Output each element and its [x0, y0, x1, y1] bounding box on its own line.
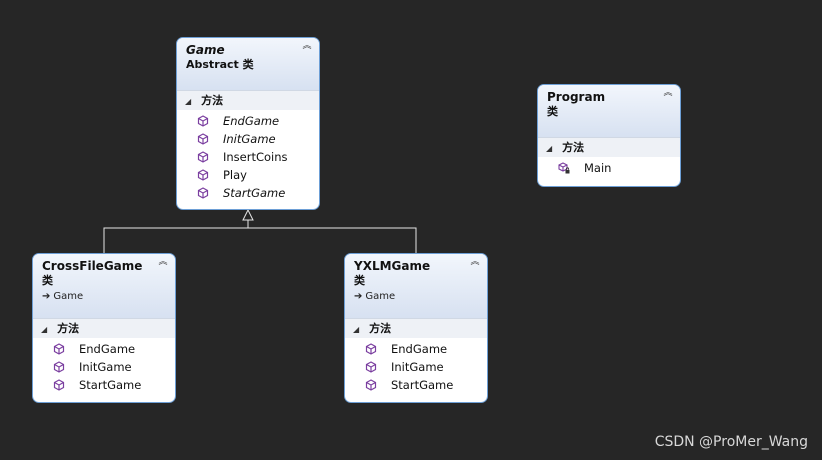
member-list: EndGame InitGame StartGame — [33, 338, 175, 398]
double-chevron-up-icon[interactable]: ︽ — [663, 88, 673, 98]
member-method[interactable]: InitGame — [177, 130, 319, 148]
class-stereotype: 类 — [354, 274, 365, 287]
method-cube-icon — [365, 343, 377, 355]
member-label: EndGame — [79, 342, 136, 356]
member-method[interactable]: InitGame — [345, 358, 487, 376]
section-label: 方法 — [57, 322, 80, 335]
method-cube-icon — [197, 151, 209, 163]
class-crossfilegame[interactable]: CrossFileGame 类 ➔Game ︽ ◢ 方法 EndGame Init… — [32, 253, 176, 403]
method-cube-icon — [365, 361, 377, 373]
triangle-expanded-icon[interactable]: ◢ — [185, 97, 192, 106]
class-header[interactable]: YXLMGame 类 ➔Game ︽ — [345, 254, 487, 318]
member-label: EndGame — [223, 114, 280, 128]
member-method[interactable]: Play — [177, 166, 319, 184]
class-name: Program — [547, 90, 606, 104]
member-label: Main — [584, 161, 612, 175]
section-header-methods[interactable]: ◢ 方法 — [33, 318, 175, 338]
triangle-expanded-icon[interactable]: ◢ — [353, 325, 360, 334]
method-cube-icon — [197, 169, 209, 181]
private-method-lock-icon — [558, 162, 570, 174]
method-cube-icon — [197, 187, 209, 199]
base-class: ➔Game — [42, 290, 153, 304]
section-label: 方法 — [562, 141, 585, 154]
base-class-label: Game — [365, 291, 396, 302]
class-yxlmgame[interactable]: YXLMGame 类 ➔Game ︽ ◢ 方法 EndGame InitGame … — [344, 253, 488, 403]
base-class-label: Game — [53, 291, 84, 302]
method-cube-icon — [197, 133, 209, 145]
section-label: 方法 — [201, 94, 224, 107]
member-list: EndGame InitGame InsertCoins Play StartG… — [177, 110, 319, 206]
triangle-expanded-icon[interactable]: ◢ — [546, 144, 553, 153]
class-program[interactable]: Program 类 ︽ ◢ 方法 Main — [537, 84, 681, 187]
inherit-arrow-icon: ➔ — [354, 291, 363, 302]
member-method[interactable]: EndGame — [33, 340, 175, 358]
member-label: InitGame — [79, 360, 132, 374]
class-header[interactable]: CrossFileGame 类 ➔Game ︽ — [33, 254, 175, 318]
section-header-methods[interactable]: ◢ 方法 — [538, 137, 680, 157]
inheritance-line-yxlmgame — [248, 227, 417, 253]
double-chevron-up-icon[interactable]: ︽ — [470, 257, 480, 267]
inheritance-triangle-icon — [242, 208, 254, 221]
double-chevron-up-icon[interactable]: ︽ — [158, 257, 168, 267]
class-stereotype: Abstract 类 — [186, 58, 254, 71]
method-cube-icon — [53, 361, 65, 373]
member-list: EndGame InitGame StartGame — [345, 338, 487, 398]
section-header-methods[interactable]: ◢ 方法 — [345, 318, 487, 338]
method-cube-icon — [53, 379, 65, 391]
class-header[interactable]: Program 类 ︽ — [538, 85, 680, 137]
triangle-expanded-icon[interactable]: ◢ — [41, 325, 48, 334]
member-label: StartGame — [223, 186, 286, 200]
method-cube-icon — [365, 379, 377, 391]
member-label: InitGame — [223, 132, 276, 146]
inheritance-line-crossfilegame — [103, 220, 249, 253]
member-label: EndGame — [391, 342, 448, 356]
member-method[interactable]: StartGame — [177, 184, 319, 202]
class-stereotype: 类 — [42, 274, 53, 287]
method-cube-icon — [53, 343, 65, 355]
inherit-arrow-icon: ➔ — [42, 291, 51, 302]
member-method[interactable]: InsertCoins — [177, 148, 319, 166]
base-class: ➔Game — [354, 290, 465, 304]
class-stereotype: 类 — [547, 105, 558, 118]
member-method[interactable]: EndGame — [177, 112, 319, 130]
member-label: Play — [223, 168, 247, 182]
class-game[interactable]: Game Abstract 类 ︽ ◢ 方法 EndGame InitGame I… — [176, 37, 320, 210]
class-name: Game — [186, 43, 225, 57]
class-name: CrossFileGame — [42, 259, 143, 273]
class-header[interactable]: Game Abstract 类 ︽ — [177, 38, 319, 90]
member-label: InitGame — [391, 360, 444, 374]
double-chevron-up-icon[interactable]: ︽ — [302, 41, 312, 51]
member-label: InsertCoins — [223, 150, 288, 164]
member-method[interactable]: Main — [538, 159, 680, 177]
member-list: Main — [538, 157, 680, 181]
member-label: StartGame — [79, 378, 142, 392]
member-method[interactable]: EndGame — [345, 340, 487, 358]
member-method[interactable]: StartGame — [33, 376, 175, 394]
section-label: 方法 — [369, 322, 392, 335]
member-method[interactable]: InitGame — [33, 358, 175, 376]
section-header-methods[interactable]: ◢ 方法 — [177, 90, 319, 110]
watermark: CSDN @ProMer_Wang — [654, 434, 808, 450]
class-name: YXLMGame — [354, 259, 431, 273]
method-cube-icon — [197, 115, 209, 127]
member-label: StartGame — [391, 378, 454, 392]
member-method[interactable]: StartGame — [345, 376, 487, 394]
